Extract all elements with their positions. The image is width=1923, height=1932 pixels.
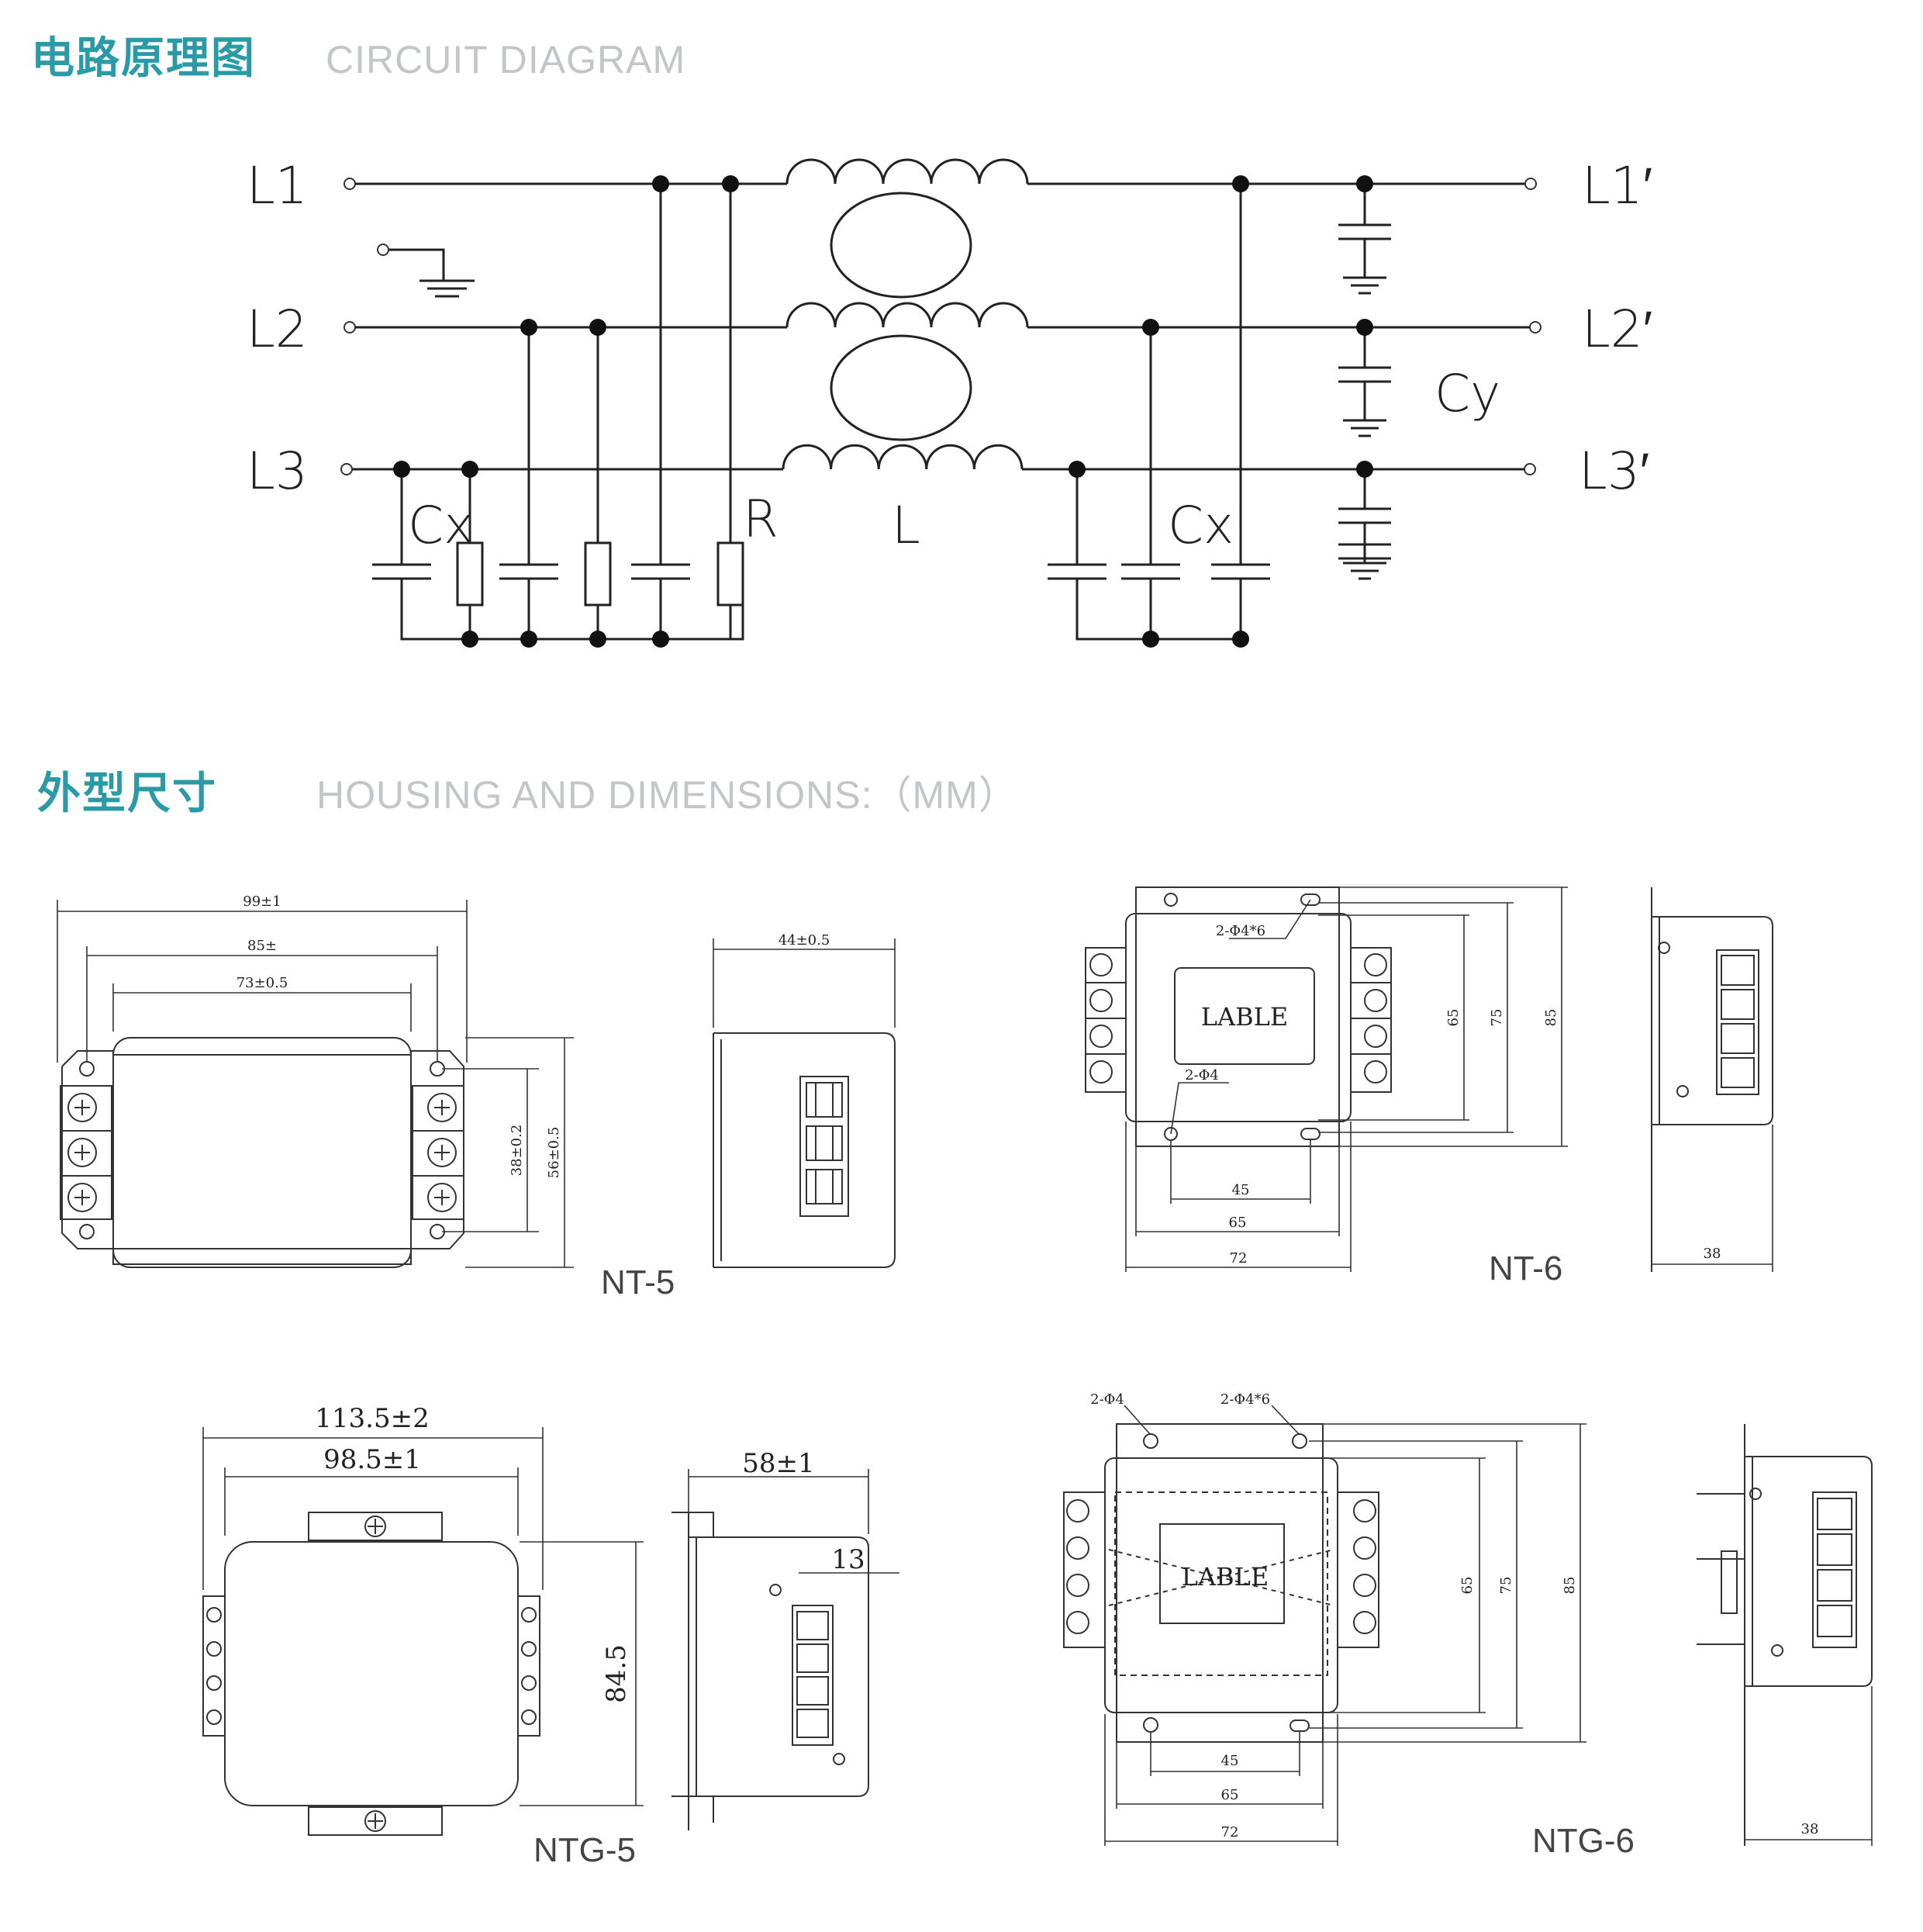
- nt6-side-view: 38: [1651, 887, 1773, 1272]
- ntg5-side-view: 58±1 13: [671, 1448, 899, 1830]
- nt6-w3: 72: [1230, 1250, 1248, 1267]
- housing-title-cn: 外型尺寸: [37, 769, 217, 819]
- label-l1-out: L1′: [1582, 156, 1652, 216]
- circuit-heading: 电路原理图 CIRCUIT DIAGRAM: [31, 23, 685, 86]
- terminal-l2-out: [1529, 321, 1542, 334]
- nt6-holes: 2-Φ4: [1185, 1067, 1219, 1084]
- label-cx-right: Cx: [1168, 496, 1234, 555]
- housing-heading: 外型尺寸 HOUSING AND DIMENSIONS:（MM）: [37, 759, 1018, 821]
- label-cx-left: Cx: [408, 496, 474, 555]
- ntg5-w-total: 113.5±2: [315, 1403, 429, 1434]
- nt6-w1: 45: [1232, 1182, 1250, 1198]
- nt6-model-label: NT-6: [1489, 1249, 1562, 1287]
- nt5-w-mid: 85±: [247, 938, 277, 954]
- ntg6-holes: 2-Φ4: [1090, 1391, 1124, 1408]
- cx-right-network: [1048, 184, 1270, 641]
- ntg6-w2: 65: [1221, 1787, 1239, 1803]
- ntg5-offset: 13: [831, 1544, 865, 1575]
- nt5-model-label: NT-5: [601, 1263, 675, 1301]
- ntg6-side-view: 38: [1697, 1424, 1873, 1846]
- nt5-front-view: 99±1 85± 73±0.5 38±0.2 56±0.5: [57, 893, 574, 1268]
- ntg6-model-label: NTG-6: [1532, 1822, 1635, 1860]
- nt6-h3: 85: [1543, 1009, 1559, 1027]
- inductor-coil-l1: [785, 158, 1029, 185]
- nt5-w-total: 99±1: [243, 893, 281, 910]
- ntg6-label-box: LABLE: [1182, 1562, 1269, 1592]
- ground-symbol-input: [377, 244, 475, 298]
- ntg5-w-inner: 98.5±1: [323, 1444, 421, 1475]
- nt6-w2: 65: [1229, 1215, 1247, 1231]
- circuit-diagram: L1 L2 L3 L1′ L2′ L3′: [247, 156, 1652, 648]
- inductor-coil-l3: [782, 444, 1024, 470]
- label-cy: Cy: [1434, 364, 1500, 423]
- terminal-l2-in: [344, 321, 356, 334]
- core-top: [830, 192, 972, 299]
- nt6-h1: 65: [1445, 1009, 1462, 1027]
- ntg6-holes-slot: 2-Φ4*6: [1220, 1391, 1270, 1408]
- ntg5-side-w: 58±1: [742, 1448, 814, 1479]
- label-l2: L2: [247, 299, 308, 359]
- terminal-l3-in: [340, 463, 353, 475]
- ntg5-height: 84.5: [601, 1644, 632, 1703]
- nt6-front-view: LABLE 2-Φ4*6 2-Φ4 65 75 85 45 65 72: [1085, 887, 1568, 1272]
- ntg6-h3: 85: [1562, 1577, 1578, 1595]
- nt5-side-w: 44±0.5: [779, 932, 830, 949]
- label-l3: L3: [247, 441, 308, 501]
- terminal-l3-out: [1524, 463, 1536, 475]
- nt6-h2: 75: [1489, 1009, 1505, 1027]
- cy-network: [1338, 184, 1391, 580]
- label-l1: L1: [247, 156, 308, 216]
- ntg6-h2: 75: [1498, 1577, 1514, 1595]
- housing-title-en: HOUSING AND DIMENSIONS:（MM）: [316, 773, 1018, 817]
- circuit-title-cn: 电路原理图: [31, 33, 256, 84]
- core-bottom: [830, 334, 972, 441]
- terminal-l1-in: [344, 178, 356, 190]
- cx-left-network: [372, 184, 744, 641]
- terminal-l1-out: [1524, 178, 1537, 190]
- ntg6-w1: 45: [1221, 1753, 1239, 1769]
- inductor-coil-l2: [785, 302, 1029, 328]
- ntg6-h1: 65: [1459, 1577, 1476, 1595]
- label-l3-out: L3′: [1579, 441, 1649, 501]
- label-r: R: [743, 489, 779, 549]
- ntg6-w3: 72: [1221, 1824, 1239, 1840]
- nt6-label-box: LABLE: [1201, 1002, 1288, 1032]
- ntg5-front-view: 113.5±2 98.5±1 84.5: [202, 1403, 644, 1836]
- nt5-w-inner: 73±0.5: [236, 975, 288, 991]
- nt5-h-inner: 38±0.2: [509, 1125, 525, 1177]
- nt6-holes-slot: 2-Φ4*6: [1216, 923, 1265, 939]
- nt5-side-view: 44±0.5: [713, 932, 896, 1268]
- ntg5-model-label: NTG-5: [533, 1831, 636, 1869]
- ntg6-front-view: LABLE 2-Φ4 2-Φ4*6 65 75 85 45 65 72: [1063, 1391, 1586, 1846]
- junction-dots: [393, 175, 1373, 648]
- label-l: L: [892, 496, 920, 555]
- circuit-title-en: CIRCUIT DIAGRAM: [326, 38, 686, 81]
- ntg6-side-w: 38: [1801, 1821, 1819, 1837]
- nt5-h-total: 56±0.5: [546, 1127, 562, 1179]
- nt6-side-w: 38: [1704, 1246, 1721, 1262]
- label-l2-out: L2′: [1582, 299, 1652, 359]
